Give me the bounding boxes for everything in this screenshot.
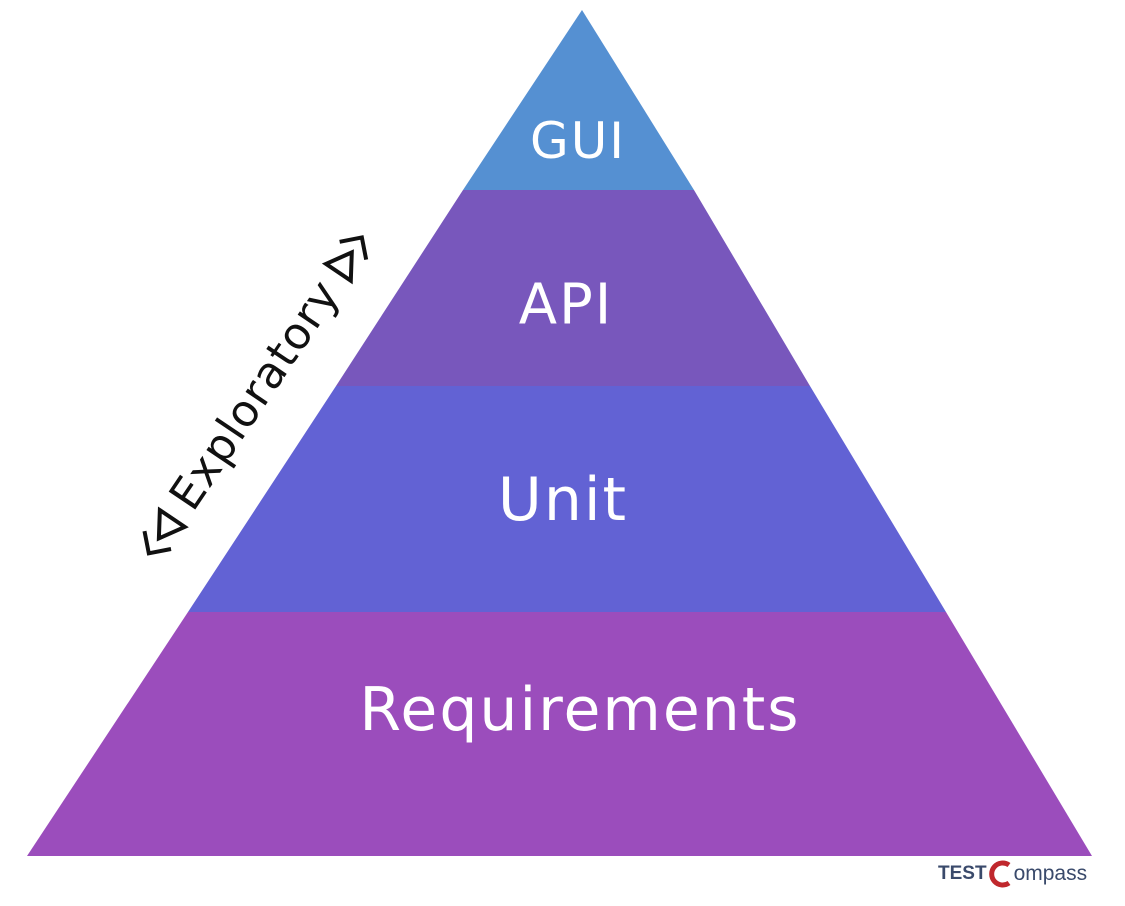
- logo-text-right: ompass: [1013, 862, 1088, 885]
- layer-requirements-shape: [27, 612, 1092, 856]
- layer-api-label: API: [518, 272, 614, 338]
- double-triangle-right-icon: [321, 234, 368, 284]
- layer-api-shape: [336, 190, 810, 386]
- layer-gui-shape: [463, 10, 694, 190]
- layer-unit-shape: [188, 386, 946, 612]
- compass-c-icon: [988, 860, 1010, 888]
- logo-text-left: TEST: [938, 863, 987, 884]
- double-triangle-left-icon: [142, 506, 189, 556]
- exploratory-side-label: Exploratory: [125, 219, 385, 570]
- layer-unit-label: Unit: [497, 465, 629, 535]
- layer-gui-label: GUI: [529, 112, 627, 170]
- layer-requirements-label: Requirements: [359, 675, 801, 745]
- testcompass-logo: TEST ompass: [938, 860, 1087, 888]
